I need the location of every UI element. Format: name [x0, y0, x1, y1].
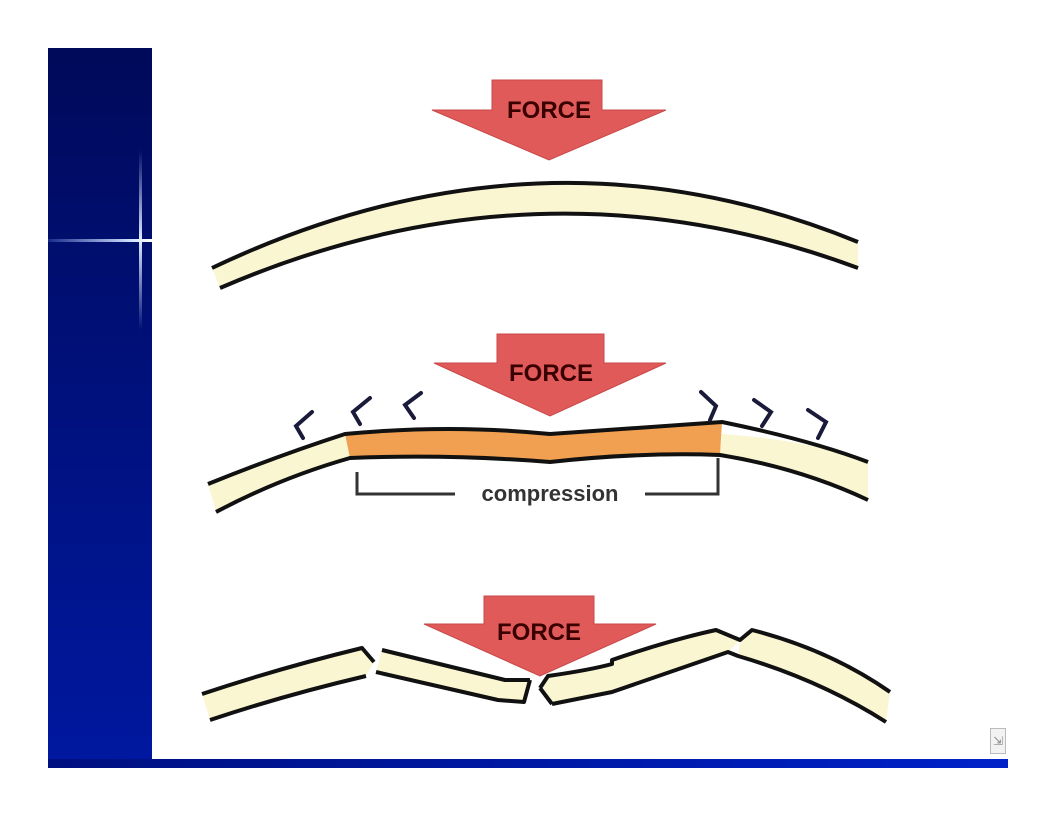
bone-segment: [208, 434, 350, 512]
slide-sidebar: [48, 48, 152, 768]
bone-segment: [212, 182, 858, 288]
bone-fragment: [738, 630, 890, 722]
force-arrow: [423, 595, 657, 677]
bone-outer-edge: [211, 180, 859, 270]
bone-outer-edge: [207, 419, 869, 486]
force-arrow: [431, 79, 667, 161]
bone-fragment: [612, 630, 740, 692]
panel-fracture: FORCE: [201, 595, 892, 724]
panel-compression: FORCE compression: [207, 333, 869, 514]
resize-icon[interactable]: ⇲: [990, 728, 1006, 754]
bone-fragment: [202, 648, 374, 720]
force-label: FORCE: [509, 360, 593, 387]
compression-bracket: [355, 458, 720, 496]
panel-intact: FORCE: [211, 79, 859, 290]
fracture-outlines: [201, 628, 892, 724]
skull-fracture-diagram: FORCE FORCE: [201, 79, 892, 724]
bone-inner-edge: [215, 452, 869, 514]
sparkle-decoration-vertical: [139, 150, 142, 330]
tension-marks-right: [699, 390, 829, 440]
sparkle-decoration: [48, 239, 152, 242]
slide-bottom-bar: [48, 759, 1008, 768]
compression-label: compression: [482, 481, 619, 506]
force-label: FORCE: [507, 97, 591, 124]
bone-inner-edge: [219, 211, 859, 290]
force-label: FORCE: [497, 619, 581, 646]
compression-zone: [345, 422, 722, 462]
force-arrow: [433, 333, 667, 417]
bone-fragment: [376, 650, 530, 702]
tension-marks-left: [293, 391, 423, 440]
